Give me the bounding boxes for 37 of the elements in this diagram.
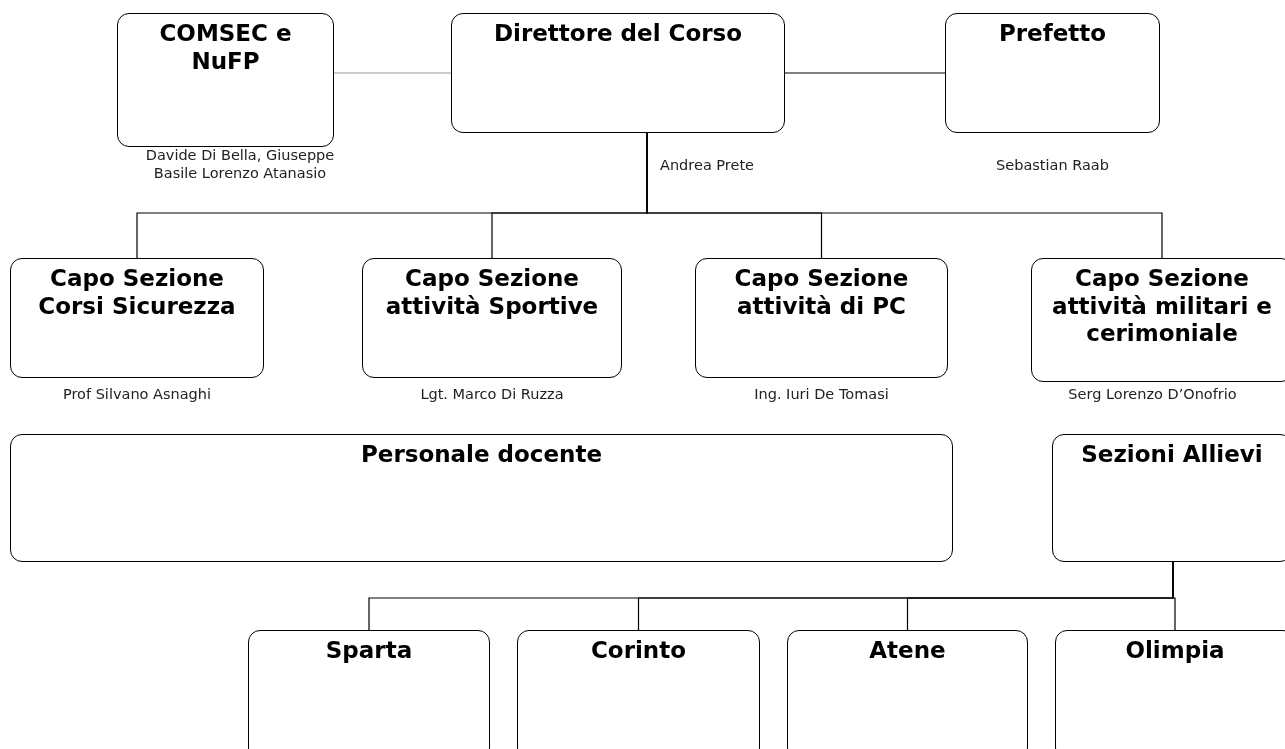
box-title: Sparta: [324, 637, 414, 665]
org-box: [10, 434, 953, 562]
person-name: Ing. Iuri De Tomasi: [753, 385, 890, 404]
box-title: COMSEC e NuFP: [158, 20, 293, 76]
box-title: Atene: [868, 637, 947, 665]
box-title: Prefetto: [997, 20, 1108, 48]
box-title: Personale docente: [359, 441, 604, 469]
org-box: [787, 630, 1028, 749]
person-name: Sebastian Raab: [995, 156, 1110, 175]
org-box: [362, 258, 622, 378]
connector-line: [333, 72, 452, 74]
person-name: Davide Di Bella, Giuseppe Basile Lorenzo Atanasio: [144, 146, 336, 183]
person-name: Andrea Prete: [660, 156, 756, 175]
box-title: Corinto: [589, 637, 688, 665]
box-title: Capo Sezione attività Sportive: [384, 265, 600, 321]
person-name: Lgt. Marco Di Ruzza: [419, 385, 565, 404]
connector-line: [646, 132, 1163, 259]
person-name: Serg Lorenzo D’Onofrio: [1067, 385, 1238, 404]
org-box: [517, 630, 760, 749]
connector-line: [784, 72, 946, 74]
box-title: Capo Sezione Corsi Sicurezza: [37, 265, 237, 321]
org-box: [10, 258, 264, 378]
org-box: [695, 258, 948, 378]
box-title: Sezioni Allievi: [1080, 441, 1264, 469]
org-box: [945, 13, 1160, 133]
org-box: [1052, 434, 1285, 562]
box-title: Capo Sezione attività di PC: [733, 265, 910, 321]
connector-line: [1172, 561, 1176, 631]
person-name: Prof Silvano Asnaghi: [61, 385, 213, 404]
box-title: Direttore del Corso: [492, 20, 744, 48]
box-title: Capo Sezione attività militari e cerimoniale: [1051, 265, 1273, 348]
org-box: [1055, 630, 1285, 749]
box-title: Olimpia: [1124, 637, 1226, 665]
org-box: [117, 13, 334, 147]
org-box: [1031, 258, 1285, 382]
org-box: [451, 13, 785, 133]
org-box: [248, 630, 490, 749]
